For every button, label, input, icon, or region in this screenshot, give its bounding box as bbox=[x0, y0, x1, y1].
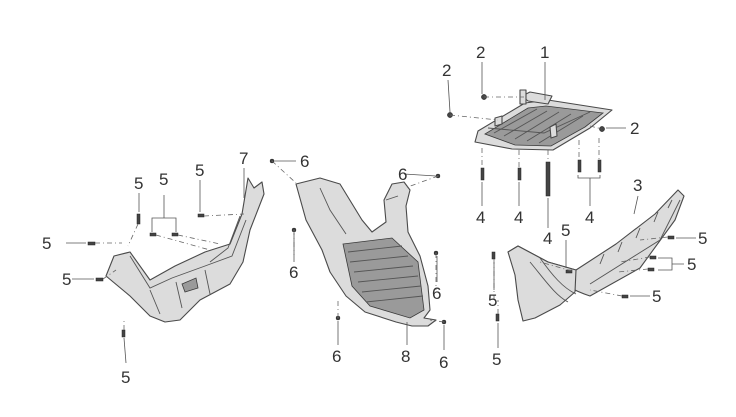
callout-6: 6 bbox=[439, 353, 448, 372]
callout-4: 4 bbox=[476, 208, 485, 227]
callout-6: 6 bbox=[300, 152, 309, 171]
callout-5: 5 bbox=[159, 170, 168, 189]
callout-2: 2 bbox=[476, 43, 485, 62]
callout-6: 6 bbox=[432, 284, 441, 303]
callout-5: 5 bbox=[121, 368, 130, 387]
callout-6: 6 bbox=[289, 263, 298, 282]
callout-8: 8 bbox=[401, 347, 410, 366]
part-right-side-skirt bbox=[507, 189, 685, 322]
callout-4: 4 bbox=[585, 208, 594, 227]
callout-5: 5 bbox=[134, 174, 143, 193]
callout-4: 4 bbox=[543, 229, 552, 248]
callout-1: 1 bbox=[540, 43, 549, 62]
callout-labels: 1 2 2 2 3 4 4 4 4 5 5 5 5 5 5 5 5 5 5 5 … bbox=[42, 43, 707, 387]
callout-5: 5 bbox=[687, 255, 696, 274]
leader-lines bbox=[66, 62, 696, 364]
callout-7: 7 bbox=[239, 149, 248, 168]
callout-5: 5 bbox=[561, 221, 570, 240]
callout-3: 3 bbox=[633, 176, 642, 195]
part-center-floor-panel bbox=[295, 177, 437, 327]
callout-6: 6 bbox=[332, 347, 341, 366]
callout-4: 4 bbox=[514, 208, 523, 227]
callout-6: 6 bbox=[398, 165, 407, 184]
callout-5: 5 bbox=[195, 161, 204, 180]
part-undercover-tray bbox=[474, 89, 613, 151]
part-left-floor-panel bbox=[105, 177, 265, 323]
callout-2: 2 bbox=[442, 61, 451, 80]
callout-5: 5 bbox=[492, 350, 501, 369]
callout-5: 5 bbox=[42, 234, 51, 253]
callout-5: 5 bbox=[652, 287, 661, 306]
callout-2: 2 bbox=[630, 119, 639, 138]
callout-5: 5 bbox=[62, 270, 71, 289]
callout-5: 5 bbox=[488, 291, 497, 310]
assembly-lines bbox=[95, 96, 669, 330]
callout-5: 5 bbox=[698, 229, 707, 248]
